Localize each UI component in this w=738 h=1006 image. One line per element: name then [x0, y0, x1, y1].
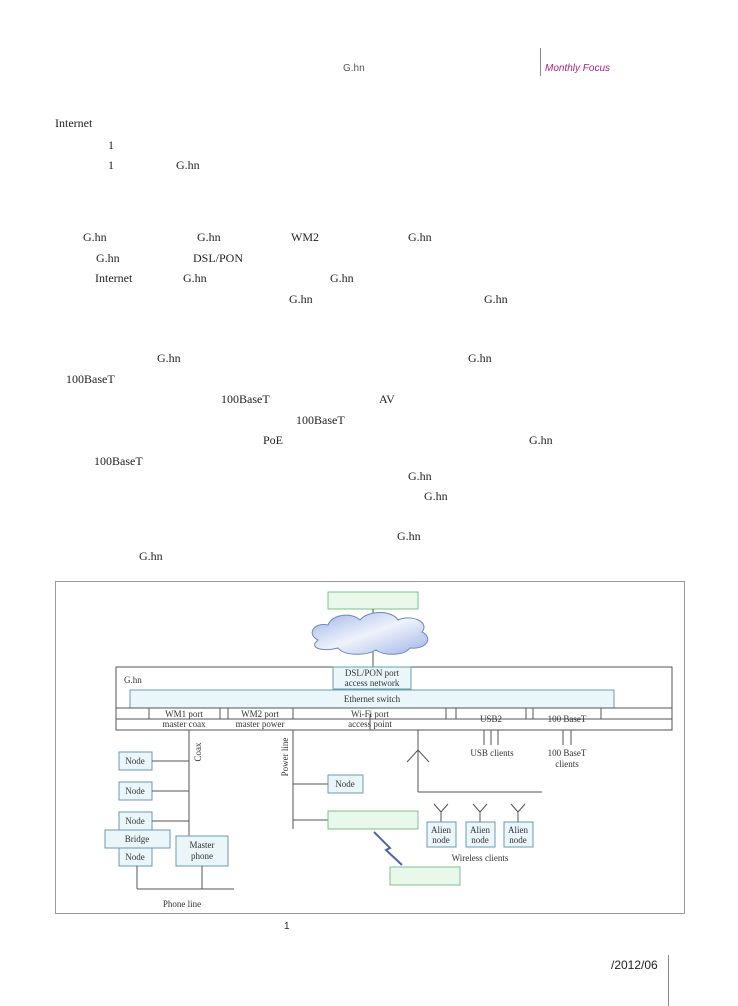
- alien-node-sublabel: node: [432, 835, 450, 845]
- body-text: 100BaseT: [296, 413, 345, 427]
- issue-date: /2012/06: [611, 958, 658, 972]
- body-text: G.hn: [529, 433, 553, 447]
- master-phone-sublabel: phone: [191, 851, 213, 861]
- body-text: 100BaseT: [66, 372, 115, 386]
- body-text: G.hn: [176, 158, 200, 172]
- antenna-icon: [479, 803, 488, 813]
- wireless-link-icon: [373, 831, 403, 866]
- node-label: Node: [125, 852, 145, 862]
- body-text: G.hn: [484, 292, 508, 306]
- body-text: G.hn: [157, 351, 181, 365]
- antenna-icon: [433, 803, 442, 813]
- body-text: G.hn: [330, 271, 354, 285]
- antenna-icon: [510, 803, 519, 813]
- footer-divider: [668, 955, 669, 1006]
- power-line-label: Power line: [280, 738, 290, 777]
- dsl-port-sublabel: access network: [345, 678, 400, 688]
- body-text: G.hn: [408, 230, 432, 244]
- body-text: 1: [108, 138, 114, 152]
- alien-node-sublabel: node: [471, 835, 489, 845]
- alien-node-label: Alien: [508, 825, 528, 835]
- dsl-pon-port-box: [332, 666, 412, 690]
- baset-port-label: 100 BaseT: [548, 714, 587, 724]
- body-text: 100BaseT: [221, 392, 270, 406]
- body-text: G.hn: [289, 292, 313, 306]
- alien-node-sublabel: node: [509, 835, 527, 845]
- alien-node-group: Alien node: [465, 803, 496, 848]
- baset-clients-sublabel: clients: [555, 759, 579, 769]
- wm1-port-label: WM1 port: [165, 709, 203, 719]
- antenna-icon: [417, 749, 430, 763]
- body-text: G.hn: [139, 549, 163, 563]
- wm2-port-label: WM2 port: [241, 709, 279, 719]
- alien-node-group: Alien node: [503, 803, 534, 848]
- body-text: G.hn: [468, 351, 492, 365]
- body-text: PoE: [263, 433, 284, 447]
- port-row-frame: [115, 707, 673, 731]
- body-text: G.hn: [96, 251, 120, 265]
- header-section-title: G.hn: [343, 63, 365, 74]
- phone-node-box: [118, 847, 153, 867]
- node-label: Node: [125, 756, 145, 766]
- alien-node-label: Alien: [470, 825, 490, 835]
- body-text: WM2: [291, 230, 319, 244]
- wireless-clients-label: Wireless clients: [452, 853, 509, 863]
- header-section-label: Monthly Focus: [545, 63, 611, 74]
- alien-node-label: Alien: [431, 825, 451, 835]
- body-text: G.hn: [408, 469, 432, 483]
- wireless-device-box: [389, 866, 461, 886]
- bridge-label: Bridge: [125, 834, 150, 844]
- body-text: G.hn: [197, 230, 221, 244]
- master-phone-label: Master: [190, 840, 215, 850]
- dsl-port-label: DSL/PON port: [345, 668, 400, 678]
- body-text: G.hn: [397, 529, 421, 543]
- alien-node-box: [465, 821, 496, 848]
- coax-label: Coax: [193, 742, 203, 761]
- body-text: Internet: [55, 116, 93, 130]
- phone-line-label: Phone line: [163, 899, 201, 909]
- master-phone-box: [175, 835, 229, 867]
- ethernet-switch-label: Ethernet switch: [344, 694, 401, 704]
- antenna-icon: [472, 803, 481, 813]
- body-text: AV: [379, 392, 395, 406]
- usb2-port-label: USB2: [480, 714, 502, 724]
- figure-caption-number: 1: [284, 921, 290, 932]
- wm1-port-sublabel: master coax: [162, 719, 206, 729]
- body-text: 1: [108, 158, 114, 172]
- body-text: 100BaseT: [94, 454, 143, 468]
- power-node-box: [327, 774, 364, 794]
- alien-node-box: [503, 821, 534, 848]
- network-diagram-figure: G.hn DSL/PON port access network Etherne…: [55, 581, 685, 914]
- wm2-port-sublabel: master power: [236, 719, 285, 729]
- alien-node-group: Alien node: [426, 803, 457, 848]
- header-divider: [540, 48, 541, 76]
- body-text: G.hn: [183, 271, 207, 285]
- antenna-icon: [517, 803, 526, 813]
- baset-clients-label: 100 BaseT: [548, 748, 587, 758]
- body-text: Internet: [95, 271, 133, 285]
- node-label: Node: [125, 816, 145, 826]
- body-text: G.hn: [424, 489, 448, 503]
- antenna-icon: [440, 803, 449, 813]
- node-label: Node: [125, 786, 145, 796]
- body-text: G.hn: [83, 230, 107, 244]
- network-diagram: G.hn DSL/PON port access network Etherne…: [104, 591, 673, 909]
- body-text: DSL/PON: [193, 251, 244, 265]
- internet-cloud-icon: [311, 612, 429, 655]
- node-label: Node: [335, 779, 355, 789]
- antenna-icon: [406, 749, 419, 763]
- alien-node-box: [426, 821, 457, 848]
- usb-clients-label: USB clients: [470, 748, 514, 758]
- powerline-device-box: [327, 810, 419, 830]
- service-provider-box: [327, 591, 419, 610]
- ghn-label: G.hn: [124, 675, 142, 685]
